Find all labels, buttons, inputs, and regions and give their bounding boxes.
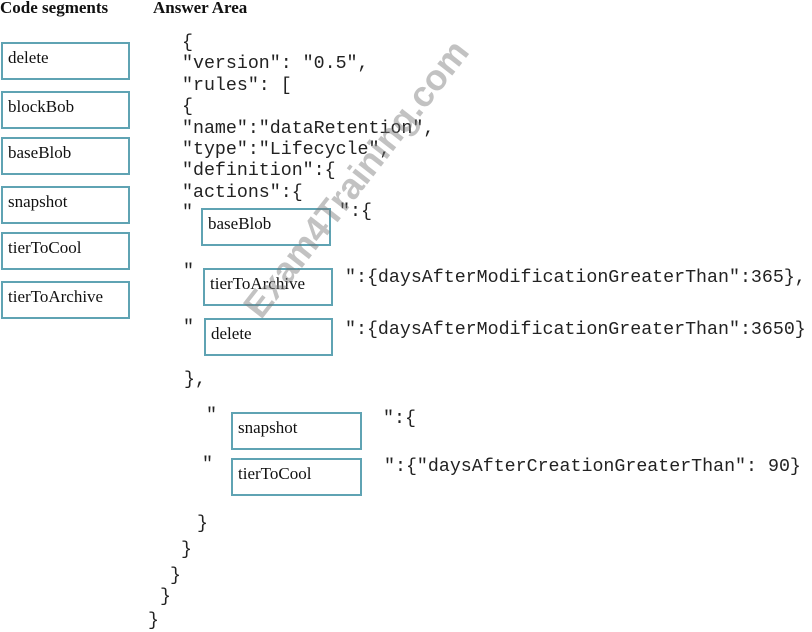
code-line: } [160, 587, 171, 607]
code-line: "actions":{ [182, 183, 303, 203]
code-quote: " [202, 455, 213, 475]
code-line: "type":"Lifecycle", [182, 140, 391, 160]
code-quote: " [183, 318, 194, 338]
segment-tiertoarchive[interactable]: tierToArchive [1, 281, 130, 319]
answer-slot-base[interactable]: baseBlob [201, 208, 331, 246]
code-line: "name":"dataRetention", [182, 119, 435, 139]
code-line: "rules": [ [182, 76, 292, 96]
code-line: } [197, 514, 208, 534]
code-line: } [148, 611, 159, 631]
code-line: "definition":{ [182, 161, 336, 181]
segment-tiertocool[interactable]: tierToCool [1, 232, 130, 270]
segment-blockbob[interactable]: blockBob [1, 91, 130, 129]
answer-area-heading: Answer Area [153, 0, 248, 17]
code-line: ":{ [339, 202, 372, 222]
answer-slot-delete[interactable]: delete [204, 318, 333, 356]
code-line: ":{ [383, 409, 416, 429]
segment-delete[interactable]: delete [1, 42, 130, 80]
code-line: }, [184, 370, 206, 390]
code-line: ":{"daysAfterCreationGreaterThan": 90} [384, 457, 801, 477]
code-line: } [170, 566, 181, 586]
answer-slot-archive[interactable]: tierToArchive [203, 268, 333, 306]
code-line: ":{daysAfterModificationGreaterThan":365… [345, 320, 806, 340]
segment-baseblob[interactable]: baseBlob [1, 137, 130, 175]
code-line: } [181, 540, 192, 560]
code-segments-heading: Code segments [0, 0, 109, 17]
answer-slot-snapshot[interactable]: snapshot [231, 412, 362, 450]
answer-slot-cool[interactable]: tierToCool [231, 458, 362, 496]
code-line: "version": "0.5", [182, 54, 369, 74]
code-quote: " [206, 406, 217, 426]
code-quote: " [183, 262, 194, 282]
segment-snapshot[interactable]: snapshot [1, 186, 130, 224]
code-line: ":{daysAfterModificationGreaterThan":365… [345, 268, 806, 288]
code-quote: " [182, 203, 193, 223]
code-line: { [182, 33, 193, 53]
code-line: { [182, 97, 193, 117]
